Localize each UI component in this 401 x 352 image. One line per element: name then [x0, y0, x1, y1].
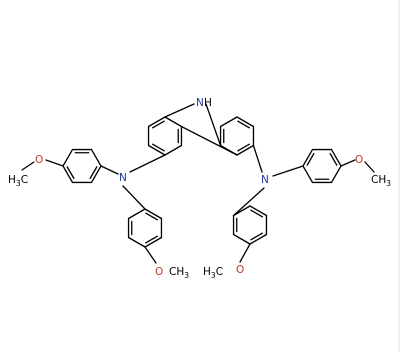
aryl-ring-lower-left-double-bond — [145, 235, 159, 244]
carbazole-left-ring-double-bond — [151, 143, 165, 152]
carbazole-left-ring-bond — [147, 144, 166, 156]
aryl-ring-lower-left-bond — [127, 236, 146, 248]
carbazole-right-ring-bond — [236, 144, 255, 156]
aryl-ring-upper-right-bond — [302, 148, 314, 167]
aryl-ring-upper-left-double-bond — [66, 166, 75, 180]
aryl-ring-lower-left-bond — [144, 236, 163, 248]
aryl-ring-upper-left-bond — [62, 165, 74, 184]
atom-h-carbazole: H — [204, 97, 212, 109]
c-o-bond — [144, 246, 157, 264]
aryl-ring-upper-right-double-bond — [306, 152, 315, 166]
aryl-ring-upper-right-bond — [330, 148, 342, 167]
methyl-bottom-right-label: H3C — [203, 266, 223, 280]
c-o-bond — [340, 159, 356, 167]
aryl-ring-upper-right-bond — [330, 165, 342, 184]
aryl-ring-lower-right-double-bond — [250, 232, 264, 241]
o-ch3-bond — [21, 161, 35, 171]
n-aryl-bond — [232, 187, 265, 217]
aryl-ring-lower-right-double-bond — [250, 209, 264, 218]
aryl-ring-lower-left-bond — [127, 208, 146, 220]
pyrrole-bond — [205, 103, 222, 147]
aryl-ring-upper-right-bond — [302, 165, 314, 184]
methyl-right-label: CH3 — [371, 174, 391, 188]
methyl-left-label: H3C — [8, 174, 28, 188]
o-ch3-bond — [364, 161, 375, 173]
aryl-ring-upper-left-double-bond — [89, 166, 98, 180]
atom-o-left: O — [35, 154, 43, 166]
bond-lines — [21, 103, 375, 264]
carbazole-right-ring-bond — [219, 116, 238, 128]
carbazole-left-ring-bond — [164, 144, 183, 156]
atom-n-right-amine: N — [261, 174, 269, 186]
n-aryl-bond — [100, 165, 119, 175]
aryl-ring-lower-right-bond — [249, 205, 268, 217]
pyrrole-cc-bond — [180, 125, 238, 156]
aryl-ring-upper-left-bond — [62, 148, 74, 167]
carbazole-left-ring-double-bond — [151, 120, 165, 129]
aryl-ring-lower-right-bond — [249, 233, 268, 245]
aryl-ring-lower-right-bond — [232, 205, 251, 217]
n-aryl-bond — [122, 185, 146, 210]
aryl-ring-lower-left-double-bond — [145, 212, 159, 221]
atom-o-bottom-left: O — [155, 266, 163, 278]
aryl-ring-lower-left-bond — [144, 208, 163, 220]
atom-o-bottom-right: O — [236, 264, 244, 276]
c-n-bond — [129, 154, 166, 173]
aryl-ring-upper-right-double-bond — [329, 152, 338, 166]
n-aryl-bond — [272, 165, 304, 177]
aryl-ring-upper-left-bond — [90, 165, 102, 184]
atom-n-left-amine: N — [119, 172, 127, 184]
carbazole-left-ring-bond — [164, 116, 183, 128]
carbazole-right-ring-double-bond — [237, 143, 251, 152]
aryl-ring-upper-left-bond — [90, 148, 102, 167]
carbazole-right-ring-bond — [236, 116, 255, 128]
c-o-bond — [45, 159, 64, 167]
atom-n-carbazole: N — [196, 97, 204, 109]
carbazole-right-ring-double-bond — [237, 120, 251, 129]
aryl-ring-lower-right-bond — [232, 233, 251, 245]
carbazole-left-ring-bond — [147, 116, 166, 128]
pyrrole-bond — [164, 103, 195, 118]
atom-o-right: O — [355, 154, 363, 166]
c-o-bond — [239, 243, 251, 263]
c-n-bond — [252, 144, 263, 173]
methyl-bottom-left-label: CH3 — [169, 266, 189, 280]
